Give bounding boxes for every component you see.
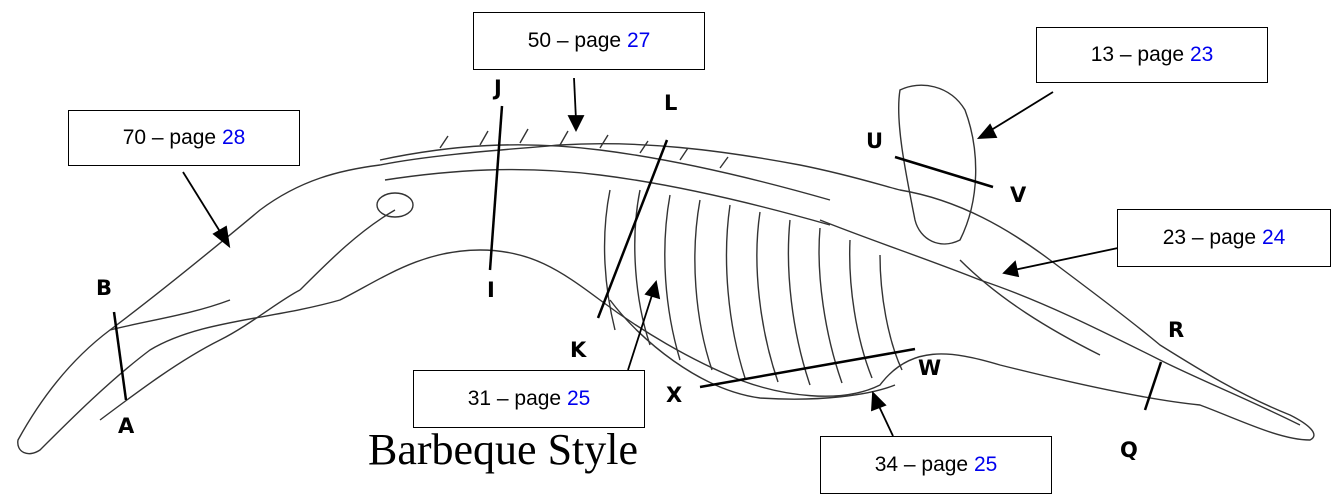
callout-separator: – page [1114,43,1190,67]
page-link[interactable]: 27 [627,29,650,53]
callout-13: 13 – page 23 [1036,27,1268,83]
callout-number: 70 [123,126,146,150]
cut-line-u-v [895,157,993,187]
cut-letter-k: K [570,340,586,361]
cut-line-r-q [1145,362,1161,410]
callout-number: 23 [1163,226,1186,250]
page-link[interactable]: 24 [1262,226,1285,250]
cut-letter-j: J [494,78,502,99]
page-link[interactable]: 23 [1190,43,1213,67]
callout-arrows [183,78,1118,436]
callout-number: 13 [1091,43,1114,67]
cut-letter-l: L [664,93,677,114]
callout-number: 31 [468,387,491,411]
callout-31: 31 – page 25 [413,370,645,428]
callout-number: 50 [528,29,551,53]
page-link[interactable]: 25 [567,387,590,411]
callout-separator: – page [1186,226,1262,250]
callout-23: 23 – page 24 [1117,209,1331,267]
page-link[interactable]: 25 [974,453,997,477]
callout-separator: – page [146,126,222,150]
callout-70: 70 – page 28 [68,110,300,166]
cut-letter-r: R [1168,320,1184,341]
callout-50: 50 – page 27 [473,12,705,70]
page-link[interactable]: 28 [222,126,245,150]
cut-letter-w: W [918,358,941,379]
callout-separator: – page [491,387,567,411]
cut-letter-b: B [96,278,112,299]
cut-letter-v: V [1010,185,1026,206]
callout-separator: – page [551,29,627,53]
cut-letter-q: Q [1120,440,1138,461]
cut-line-i-j [490,106,502,270]
cut-letter-x: X [666,385,682,406]
cut-line-a-b [114,312,126,400]
callout-34: 34 – page 25 [820,436,1052,494]
cut-letter-u: U [866,131,883,152]
callout-separator: – page [898,453,974,477]
cut-letter-i: I [487,280,495,301]
callout-number: 34 [875,453,898,477]
diagram-title: Barbeque Style [368,428,638,472]
cut-letter-a: A [118,416,134,437]
